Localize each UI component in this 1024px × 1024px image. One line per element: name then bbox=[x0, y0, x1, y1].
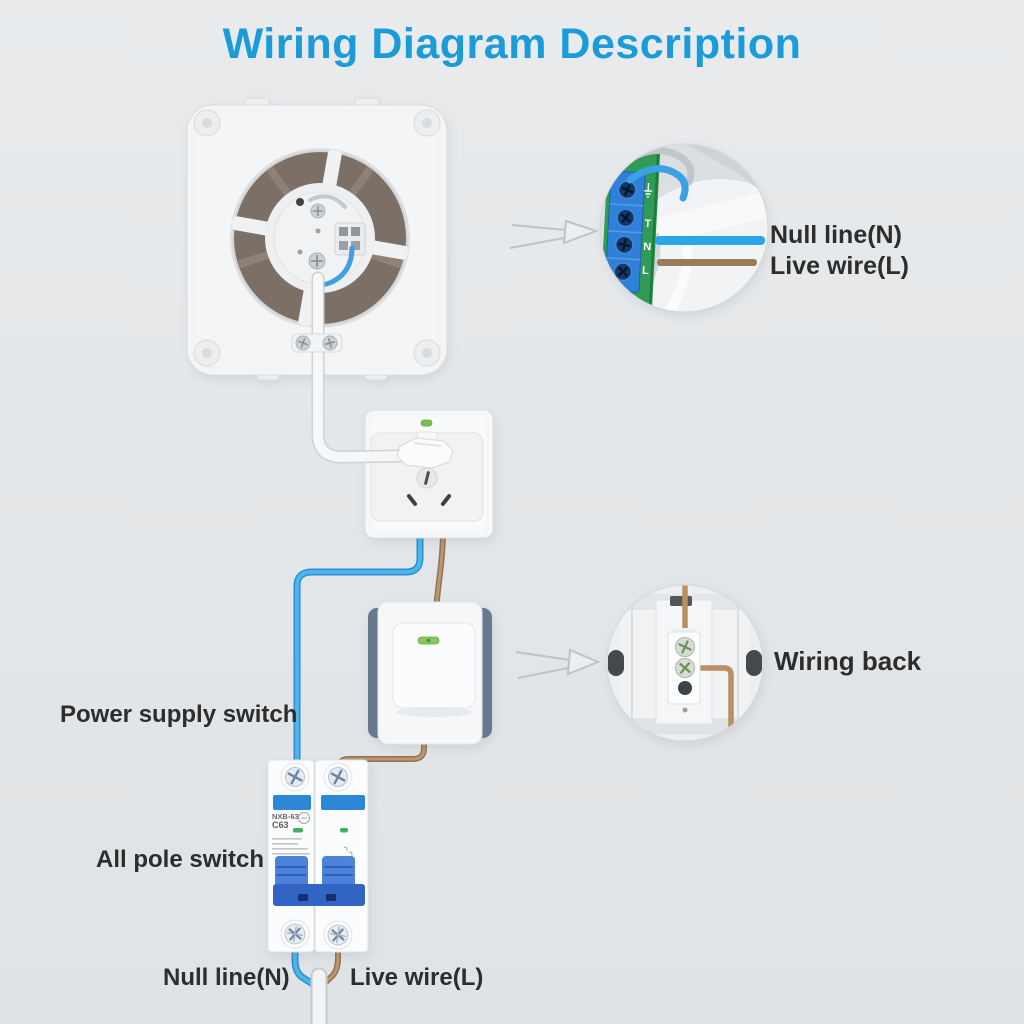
arrow-right-icon bbox=[515, 648, 601, 679]
ccc-mark-icon bbox=[298, 812, 310, 824]
breaker-rating: C63 bbox=[272, 820, 289, 830]
switch-terminal-screws bbox=[675, 637, 695, 678]
page-title: Wiring Diagram Description bbox=[222, 20, 802, 68]
terminal-letter-t: T bbox=[644, 218, 652, 230]
breaker-bottom-terminals bbox=[280, 919, 353, 950]
arrow-right-icon bbox=[509, 219, 599, 249]
breaker-output-wires bbox=[291, 942, 341, 988]
power-plug bbox=[396, 437, 454, 469]
terminal-hole bbox=[678, 681, 692, 695]
terminal-letter-l: L bbox=[642, 265, 650, 277]
terminal-screws bbox=[613, 180, 637, 281]
null-wire bbox=[293, 526, 424, 780]
exhaust-fan bbox=[186, 97, 448, 381]
terminal-letter-n: N bbox=[643, 241, 652, 253]
prong-slots bbox=[406, 494, 452, 506]
fan-hub bbox=[273, 191, 367, 285]
all-pole-switch-label: All pole switch bbox=[96, 846, 265, 873]
live-wire-label: Live wire(L) bbox=[770, 252, 909, 280]
breaker-top-terminals bbox=[280, 762, 353, 792]
null-line-label-bottom: Null line(N) bbox=[163, 964, 290, 991]
mounting-slot-right bbox=[746, 650, 762, 676]
breaker-handles bbox=[273, 856, 365, 906]
terminal-letters: T N L bbox=[642, 182, 653, 277]
wiring-back-label: Wiring back bbox=[774, 646, 922, 676]
fan-terminal-block bbox=[334, 222, 366, 256]
power-supply-switch bbox=[368, 601, 492, 745]
earth-symbol-icon bbox=[644, 182, 653, 198]
switch-rocker bbox=[392, 622, 476, 717]
corner-screw-caps bbox=[193, 109, 441, 367]
breaker-model: NXB-63 bbox=[272, 812, 299, 821]
wiring-back-inset bbox=[606, 584, 764, 742]
fan-power-cable bbox=[311, 271, 411, 464]
terminal-closeup-inset: T N L bbox=[599, 143, 769, 313]
null-line-label: Null line(N) bbox=[770, 221, 902, 249]
live-wire-out bbox=[685, 665, 734, 741]
null-wire-pointer bbox=[655, 236, 765, 245]
cable-clamp bbox=[291, 333, 343, 353]
circuit-breaker: NXB-63 C63 bbox=[267, 759, 369, 953]
live-wire-label-bottom: Live wire(L) bbox=[350, 964, 484, 991]
power-supply-switch-label: Power supply switch bbox=[60, 701, 298, 728]
mounting-slot-left bbox=[608, 650, 624, 676]
null-wire-arc bbox=[626, 165, 689, 202]
socket-led bbox=[420, 419, 433, 427]
live-wire-pointer bbox=[657, 259, 757, 266]
breaker-fine-print bbox=[272, 838, 310, 855]
round-outlet bbox=[416, 467, 438, 489]
